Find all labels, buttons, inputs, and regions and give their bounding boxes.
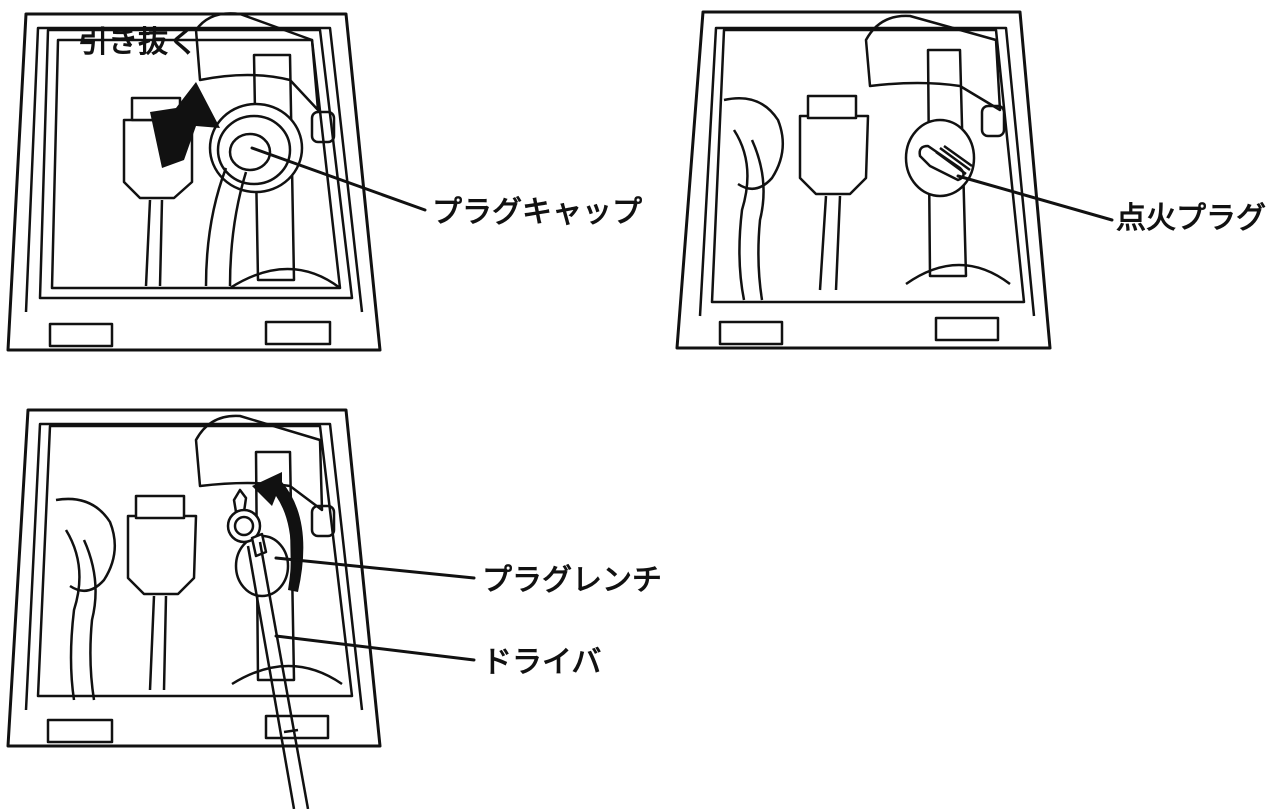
slot-right bbox=[266, 322, 330, 344]
hose bbox=[734, 130, 747, 300]
wrench-bit bbox=[234, 490, 246, 512]
hose bbox=[66, 530, 79, 700]
slot-right bbox=[266, 716, 328, 738]
plug-cap-wire bbox=[820, 196, 840, 290]
housing-inner-2 bbox=[40, 30, 352, 298]
driver-band bbox=[284, 730, 298, 732]
label-driver: ドライバ bbox=[482, 645, 601, 680]
plug-cap-top bbox=[808, 96, 856, 118]
plug-cap bbox=[800, 116, 868, 194]
hose-edge bbox=[752, 140, 764, 300]
plug-cap-top bbox=[136, 496, 184, 518]
label-pull-out: 引き抜く bbox=[78, 25, 198, 60]
plug-cap-wire bbox=[150, 596, 166, 690]
label-spark-plug: 点火プラグ bbox=[1116, 201, 1266, 236]
hose-edge bbox=[84, 540, 96, 700]
leader-driver bbox=[276, 636, 474, 660]
label-plug-wrench: プラグレンチ bbox=[482, 563, 662, 598]
panel-plug-wrench: プラグレンチ ドライバ bbox=[8, 410, 662, 809]
slot-left bbox=[48, 720, 112, 742]
panel-spark-plug: 点火プラグ bbox=[677, 12, 1266, 348]
label-plug-cap: プラグキャップ bbox=[432, 195, 643, 230]
wrench-body bbox=[252, 534, 266, 556]
engine-dome bbox=[230, 269, 340, 288]
panel-remove-plug-cap: 引き抜く プラグキャップ bbox=[8, 13, 643, 350]
plug-cap-wire bbox=[146, 200, 162, 286]
plug-lead-left bbox=[206, 168, 226, 286]
plug-cap bbox=[128, 516, 196, 594]
engine-dome bbox=[232, 666, 342, 684]
engine-dome bbox=[906, 265, 1010, 284]
slot-left bbox=[720, 322, 782, 344]
slot-right bbox=[936, 318, 998, 340]
leader-plug-wrench bbox=[276, 558, 474, 578]
slot-left bbox=[50, 324, 112, 346]
engine-cover bbox=[196, 416, 322, 510]
